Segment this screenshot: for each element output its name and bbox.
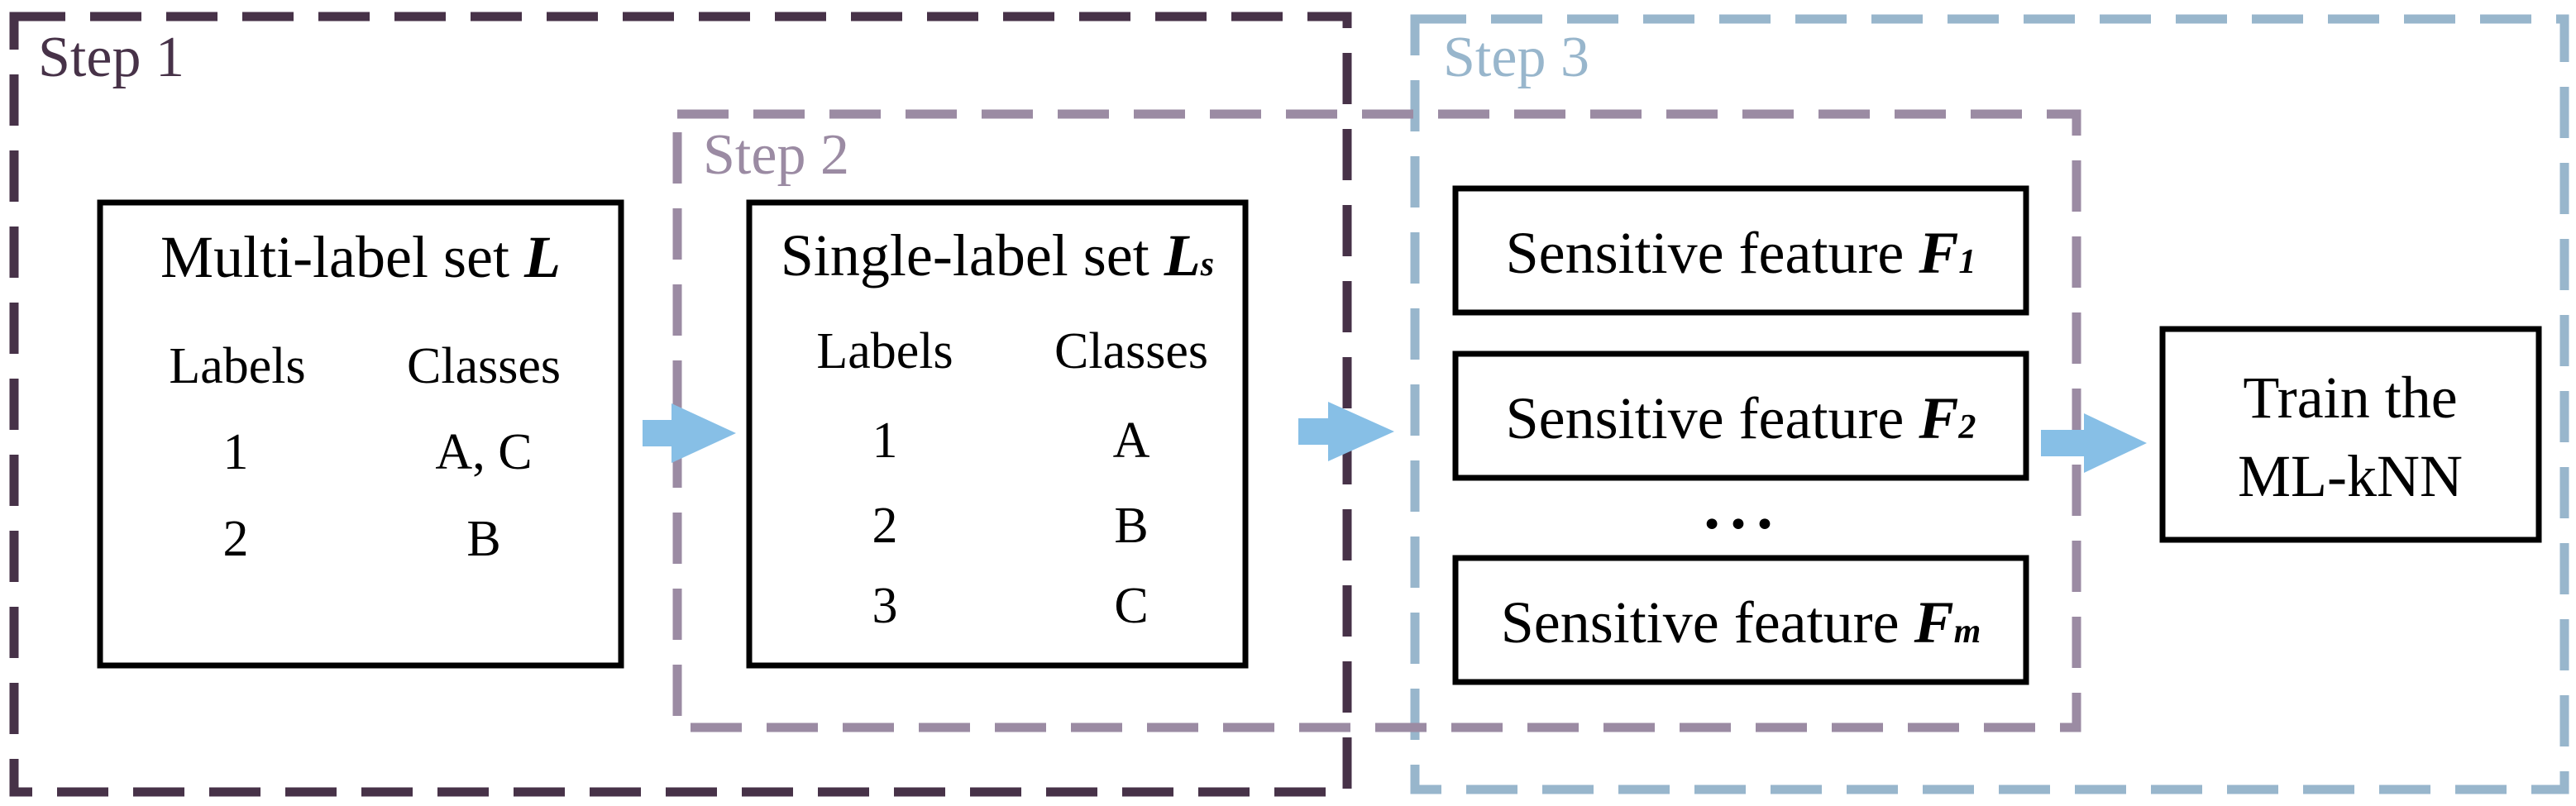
right-arrow-icon	[1298, 402, 1394, 461]
labels-header: Labels	[169, 338, 305, 394]
train-box-line-1: Train the	[2243, 365, 2457, 431]
row-classes: A	[1113, 413, 1150, 469]
step-3-label: Step 3	[1443, 26, 1589, 89]
row-classes: A, C	[435, 424, 532, 480]
step-2-container	[672, 109, 2081, 732]
sensitive-feature-label: Sensitive feature F1	[1506, 220, 1976, 286]
step-1-container	[9, 12, 1352, 797]
sensitive-feature-box: Sensitive feature F1	[1452, 185, 2029, 316]
classes-header: Classes	[1054, 323, 1208, 379]
multi-label-set-title: Multi-label set L	[160, 224, 561, 290]
train-box-line-2: ML-kNN	[2238, 443, 2463, 509]
row-classes: B	[1114, 498, 1148, 554]
train-ml-knn-box: Train the ML-kNN	[2159, 326, 2542, 543]
step-1-label: Step 1	[38, 26, 184, 89]
sensitive-feature-label: Sensitive feature F2	[1506, 385, 1976, 451]
multi-label-set-box: Multi-label set L Labels Classes 1 A, C …	[97, 199, 624, 669]
classes-header: Classes	[407, 338, 561, 394]
step-3-container	[1410, 14, 2569, 794]
row-classes: B	[466, 511, 500, 567]
right-arrow-icon	[2041, 413, 2147, 473]
row-label: 3	[872, 578, 898, 634]
sensitive-feature-box: Sensitive feature Fm	[1452, 555, 2029, 685]
single-label-set-title: Single-label set Ls	[781, 222, 1214, 289]
ellipsis: •••	[1701, 504, 1780, 546]
step-2-label: Step 2	[703, 123, 849, 187]
row-label: 1	[223, 424, 249, 480]
row-label: 2	[223, 511, 249, 567]
single-label-set-box: Single-label set Ls Labels Classes 1 A 2…	[746, 199, 1249, 669]
row-classes: C	[1114, 578, 1148, 634]
row-label: 2	[872, 498, 898, 554]
labels-header: Labels	[816, 323, 953, 379]
sensitive-feature-label: Sensitive feature Fm	[1501, 589, 1981, 656]
right-arrow-icon	[643, 403, 736, 463]
sensitive-feature-box: Sensitive feature F2	[1452, 351, 2029, 481]
row-label: 1	[872, 413, 898, 469]
